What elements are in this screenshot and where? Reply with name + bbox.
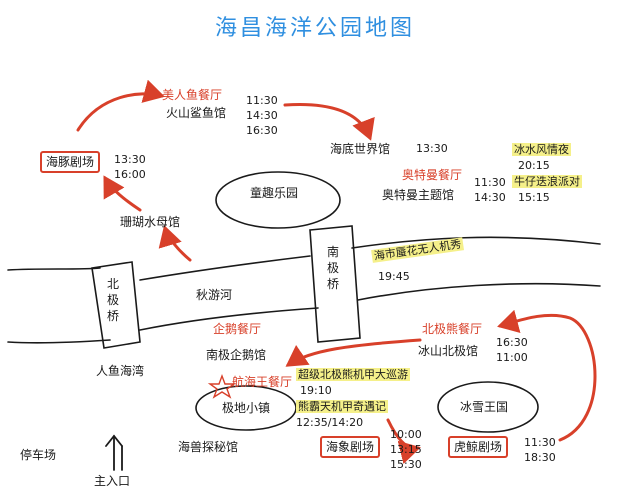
walrus-time-3: 15:30 (390, 458, 422, 471)
venue-volcano-shark: 火山鲨鱼馆 (166, 106, 227, 120)
venue-undersea-world: 海底世界馆 (330, 142, 391, 156)
route-arrow (76, 79, 165, 132)
kids-park-shape (215, 171, 341, 229)
star-icon (207, 374, 237, 399)
north-bridge-shape (91, 261, 141, 349)
show-fireworks-time: 19:45 (378, 270, 410, 283)
polar-bear-time-2: 11:00 (496, 351, 528, 364)
route-arrow (386, 418, 421, 464)
south-bridge-shape (309, 225, 361, 343)
show-mecha-parade-time: 19:10 (300, 384, 332, 397)
whale-time-2: 18:30 (524, 451, 556, 464)
venue-coral-jellyfish: 珊瑚水母馆 (120, 215, 181, 229)
route-arrow (285, 338, 422, 367)
walrus-time-1: 10:00 (390, 428, 422, 441)
show-ice-wind-time: 20:15 (518, 159, 550, 172)
restaurant-ultraman: 奥特曼餐厅 (402, 168, 463, 182)
show-cowboy-party: 牛仔迭浪派对 (512, 175, 582, 188)
venue-whale-theater: 虎鲸剧场 (448, 436, 509, 458)
volcano-shark-time-1: 11:30 (246, 94, 278, 107)
river-lines (7, 236, 601, 344)
south-bridge-label: 南极桥 (326, 245, 339, 291)
volcano-shark-time-2: 14:30 (246, 109, 278, 122)
route-arrow (283, 103, 375, 141)
parking-label: 停车场 (20, 448, 57, 462)
venue-sea-lion-lab: 海兽探秘馆 (178, 440, 239, 454)
ultraman-time-2: 14:30 (474, 191, 506, 204)
polar-bear-time-1: 16:30 (496, 336, 528, 349)
venue-dolphin-theater: 海豚剧场 (40, 151, 101, 173)
show-bear-adventure: 熊霸天机甲奇遇记 (296, 400, 388, 413)
north-bridge-label: 北极桥 (106, 277, 119, 323)
venue-kids-park: 童趣乐园 (250, 186, 299, 200)
route-arrow (103, 175, 142, 212)
route-arrow (158, 225, 192, 262)
venue-polar-town: 极地小镇 (222, 401, 271, 415)
venue-ice-kingdom: 冰雪王国 (460, 400, 509, 414)
page-title: 海昌海洋公园地图 (214, 16, 415, 41)
restaurant-pirate: 航海王餐厅 (232, 375, 293, 389)
route-arrows (76, 79, 597, 464)
venue-penguin-hall: 南极企鹅馆 (206, 348, 267, 362)
venue-polar-bear-hall: 冰山北极馆 (418, 344, 479, 358)
venue-mermaid-bay: 人鱼海湾 (96, 364, 145, 378)
venue-ultraman-hall: 奥特曼主题馆 (382, 188, 455, 202)
restaurant-penguin: 企鹅餐厅 (213, 322, 262, 336)
ice-kingdom-shape (437, 381, 539, 433)
route-arrow (497, 309, 597, 442)
show-cowboy-party-time: 15:15 (518, 191, 550, 204)
dolphin-time-2: 16:00 (114, 168, 146, 181)
ultraman-time-1: 11:30 (474, 176, 506, 189)
volcano-shark-time-3: 16:30 (246, 124, 278, 137)
show-mecha-parade: 超级北极熊机甲大巡游 (296, 368, 410, 381)
venue-walrus-theater: 海象剧场 (320, 436, 381, 458)
dolphin-time-1: 13:30 (114, 153, 146, 166)
north-arrow-icon (105, 434, 123, 471)
restaurant-polar-bear: 北极熊餐厅 (422, 322, 483, 336)
show-ice-wind: 冰水风情夜 (512, 143, 571, 156)
show-bear-adventure-time: 12:35/14:20 (296, 416, 364, 429)
whale-time-1: 11:30 (524, 436, 556, 449)
walrus-time-2: 13:15 (390, 443, 422, 456)
undersea-world-time: 13:30 (416, 142, 448, 155)
autumn-river-label: 秋游河 (196, 288, 233, 302)
main-entrance-label: 主入口 (94, 474, 131, 488)
restaurant-mermaid: 美人鱼餐厅 (162, 88, 223, 102)
